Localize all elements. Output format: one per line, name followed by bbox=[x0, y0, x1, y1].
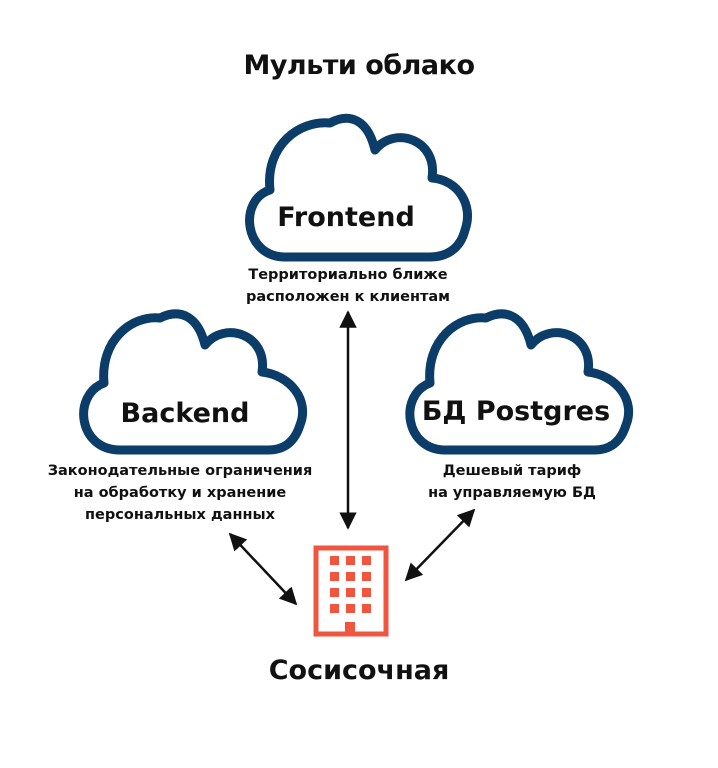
backend-caption-line: Законодательные ограничения bbox=[47, 463, 313, 479]
backend-cloud: Backend bbox=[79, 309, 308, 455]
db-caption: Дешевый тариф на управляемую БД bbox=[402, 460, 622, 504]
building-label: Сосисочная bbox=[268, 655, 450, 686]
frontend-cloud: Frontend bbox=[245, 113, 473, 262]
building-door bbox=[345, 622, 355, 634]
db-label: БД Postgres bbox=[422, 396, 610, 427]
building-icon bbox=[313, 545, 389, 637]
backend-caption: Законодательные ограничения на обработку… bbox=[40, 460, 320, 526]
db-cloud-shape bbox=[405, 309, 634, 455]
backend-cloud-shape bbox=[79, 309, 308, 455]
building-windows bbox=[330, 556, 371, 613]
diagram-title: Мульти облако bbox=[243, 50, 475, 81]
arrow-db-building bbox=[404, 508, 476, 582]
frontend-cloud-shape bbox=[245, 113, 473, 262]
db-caption-line: Дешевый тариф bbox=[442, 463, 582, 479]
arrow-backend-building bbox=[228, 532, 298, 606]
frontend-caption-line: расположен к клиентам bbox=[245, 289, 451, 305]
backend-label: Backend bbox=[121, 398, 250, 429]
backend-caption-line: на обработку и хранение bbox=[73, 485, 287, 501]
frontend-label: Frontend bbox=[277, 202, 415, 233]
db-cloud: БД Postgres bbox=[405, 309, 634, 455]
db-caption-line: на управляемую БД bbox=[428, 485, 596, 501]
frontend-caption: Территориально ближе расположен к клиент… bbox=[228, 264, 468, 308]
frontend-caption-line: Территориально ближе bbox=[248, 267, 448, 283]
backend-caption-line: персональных данных bbox=[85, 507, 275, 523]
